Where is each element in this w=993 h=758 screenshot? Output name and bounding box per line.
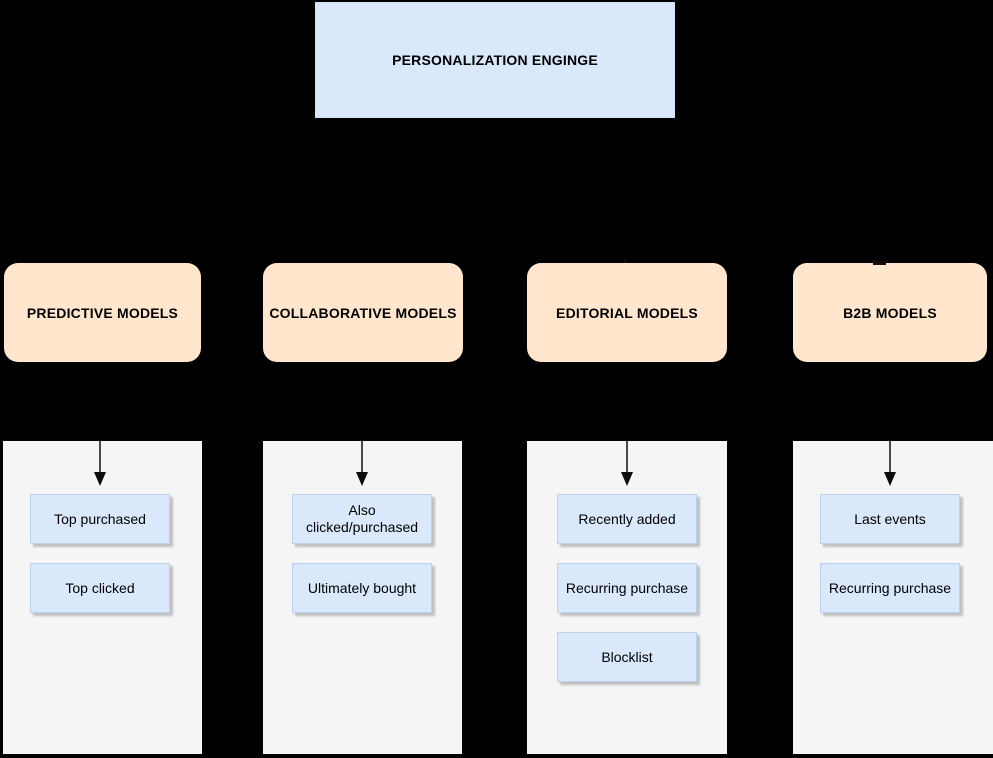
arrow-head-remnant-icon [624, 259, 627, 263]
node-personalization-engine-label: PERSONALIZATION ENGINGE [392, 52, 598, 68]
connector-line [99, 441, 101, 473]
arrow-head-icon [356, 472, 368, 486]
node-recently-added-label: Recently added [578, 510, 676, 527]
node-top-purchased-label: Top purchased [54, 510, 146, 527]
node-recurring-purchase-b2b-label: Recurring purchase [828, 579, 952, 596]
node-editorial-models: EDITORIAL MODELS [527, 263, 727, 362]
arrow-head-icon [621, 472, 633, 486]
arrow-head-icon [94, 472, 106, 486]
node-personalization-engine: PERSONALIZATION ENGINGE [315, 2, 675, 118]
connector-line [361, 441, 363, 473]
node-b2b-models: B2B MODELS [793, 263, 987, 362]
node-blocklist: Blocklist [557, 632, 697, 682]
node-collaborative-models: COLLABORATIVE MODELS [263, 263, 463, 362]
node-last-events: Last events [820, 494, 960, 544]
node-also-clicked-purchased-label: Also clicked/purchased [305, 502, 419, 535]
node-top-clicked-label: Top clicked [65, 579, 135, 596]
arrow-head-remnant-icon [873, 261, 886, 265]
node-ultimately-bought: Ultimately bought [292, 563, 432, 613]
connector-line [626, 441, 628, 473]
node-collaborative-models-label: COLLABORATIVE MODELS [269, 304, 457, 321]
node-recurring-purchase-b2b: Recurring purchase [820, 563, 960, 613]
node-recurring-purchase-editorial-label: Recurring purchase [565, 579, 689, 596]
arrow-head-icon [884, 472, 896, 486]
node-predictive-models: PREDICTIVE MODELS [4, 263, 201, 362]
connector-line [889, 441, 891, 473]
node-also-clicked-purchased: Also clicked/purchased [292, 494, 432, 544]
node-top-clicked: Top clicked [30, 563, 170, 613]
node-blocklist-label: Blocklist [601, 648, 653, 665]
node-recently-added: Recently added [557, 494, 697, 544]
node-predictive-models-label: PREDICTIVE MODELS [26, 304, 179, 321]
node-b2b-models-label: B2B MODELS [843, 304, 937, 321]
node-ultimately-bought-label: Ultimately bought [307, 579, 417, 596]
node-editorial-models-label: EDITORIAL MODELS [556, 304, 698, 321]
node-last-events-label: Last events [854, 510, 926, 527]
node-recurring-purchase-editorial: Recurring purchase [557, 563, 697, 613]
node-top-purchased: Top purchased [30, 494, 170, 544]
